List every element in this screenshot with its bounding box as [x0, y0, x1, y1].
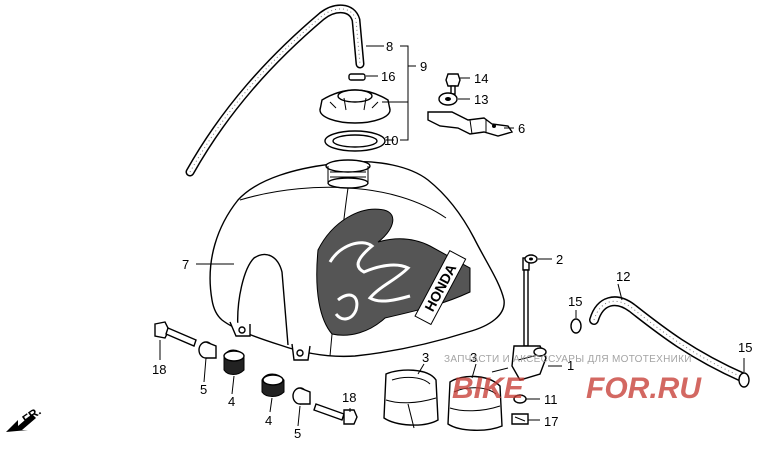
callout-18-left: 18: [152, 362, 166, 377]
callout-2: 2: [556, 252, 563, 267]
bolt-18-lower: [313, 403, 358, 425]
fuel-tank: HONDA: [209, 159, 505, 361]
screw-17: [511, 413, 529, 425]
fuel-petcock: [491, 257, 547, 381]
callout-3-right: 3: [470, 350, 477, 365]
hose-clip-right: [738, 372, 750, 388]
callout-1: 1: [567, 358, 574, 373]
front-direction-arrow: FR.: [6, 404, 44, 432]
watermark-logo-left: BIKE: [452, 372, 525, 405]
washer: [524, 254, 538, 264]
callout-14: 14: [474, 71, 488, 86]
callout-10: 10: [384, 133, 398, 148]
fuel-cap: [319, 89, 391, 124]
collar-5-left: [198, 341, 217, 359]
rubber-pad-left: [383, 369, 439, 429]
callout-15-left: 15: [568, 294, 582, 309]
callout-labels: 1 2 3 3 4 4 5 5 6 7 8 9 10 11 12 13 14 1…: [152, 39, 752, 441]
cushion-4-left: [223, 349, 245, 375]
callout-4-left: 4: [228, 394, 235, 409]
clip: [348, 73, 366, 81]
fuel-hose: [589, 296, 749, 383]
callout-12: 12: [616, 269, 630, 284]
callout-8: 8: [386, 39, 393, 54]
callout-3-left: 3: [422, 350, 429, 365]
callout-13: 13: [474, 92, 488, 107]
cap-gasket: [324, 130, 386, 152]
breather-hose: [185, 4, 365, 177]
rubber-13: [438, 92, 458, 106]
bolt-14: [445, 73, 461, 95]
collar-5-lower: [292, 387, 311, 405]
callout-11: 11: [544, 392, 558, 407]
callout-5-lower: 5: [294, 426, 301, 441]
callout-6: 6: [518, 121, 525, 136]
rubber-pad-right: [447, 375, 503, 431]
callout-15-right: 15: [738, 340, 752, 355]
callout-4-lower: 4: [265, 413, 272, 428]
callout-5-left: 5: [200, 382, 207, 397]
callout-17: 17: [544, 414, 558, 429]
leader-lines: [159, 45, 745, 427]
watermark-logo-right: FOR.RU: [586, 372, 702, 405]
callout-9: 9: [420, 59, 427, 74]
callout-7: 7: [182, 257, 189, 272]
mounting-bracket: [427, 111, 514, 137]
bolt-18-left: [154, 321, 197, 347]
cushion-4-lower: [261, 373, 285, 397]
watermark: ЗАПЧАСТИ И АКСЕССУАРЫ ДЛЯ МОТОТЕХНИКИ BI…: [444, 354, 702, 405]
hose-clip-left: [570, 318, 582, 334]
callout-18-lower: 18: [342, 390, 356, 405]
watermark-caption: ЗАПЧАСТИ И АКСЕССУАРЫ ДЛЯ МОТОТЕХНИКИ: [444, 354, 692, 365]
callout-16: 16: [381, 69, 395, 84]
